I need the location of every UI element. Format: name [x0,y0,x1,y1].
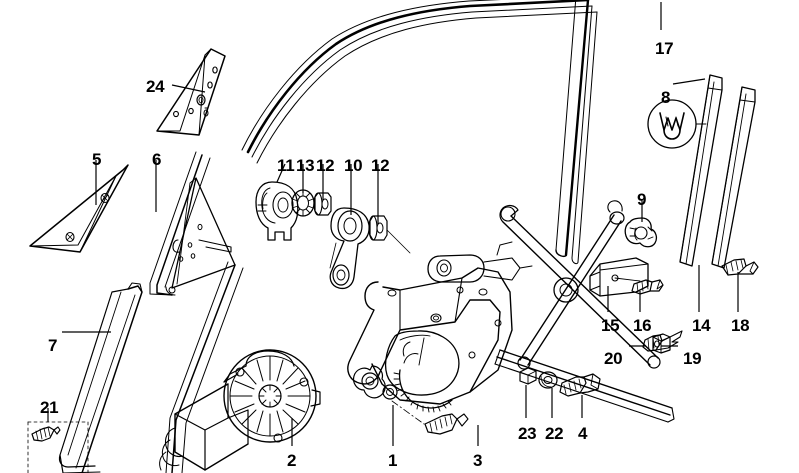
callout-20: 20 [604,349,623,368]
part-17-window-frame-seal [241,0,598,265]
callout-2: 2 [287,451,297,470]
callout-16: 16 [633,316,652,335]
part-11-regulator-housing [255,181,299,241]
callout-9: 9 [637,190,647,209]
part-3-screw [391,400,469,435]
callout-8: 8 [661,88,671,107]
callout-12b: 12 [371,156,390,175]
callout-24: 24 [146,77,165,96]
callout-10: 10 [344,156,363,175]
part-12-bushing-b [368,215,411,254]
callout-leader-lines [47,2,739,446]
callout-14: 14 [692,316,711,335]
callout-11: 11 [277,156,295,175]
part-21-screw [31,426,61,442]
callout-1: 1 [388,451,398,470]
clip-detail-circle [647,99,707,149]
part-1-regulator-base-plate [347,241,533,413]
part-4-hex-bolt [559,373,601,397]
part-18-bolt [721,258,759,276]
callout-4: 4 [578,424,588,443]
part-8-window-channel-seal [679,74,723,267]
part-24-triangular-plate [156,48,226,136]
callout-19: 19 [683,349,702,368]
callout-23: 23 [518,424,537,443]
part-12-bushing-a [313,192,332,216]
callout-17: 17 [655,39,674,58]
callout-5: 5 [92,150,102,169]
part-2-window-lifter-motor [159,349,321,471]
leader-line-11 [276,163,286,183]
part-5-triangular-bracket [29,164,129,253]
callout-15: 15 [601,316,620,335]
leader-line-8 [672,78,706,85]
callout-3: 3 [473,451,483,470]
callout-13: 13 [296,156,315,175]
callout-22: 22 [545,424,564,443]
part-22-washer [538,371,558,389]
callout-21: 21 [40,398,59,417]
part-14-window-channel-seal [711,86,756,269]
leader-line-24 [171,84,206,93]
part-23-nut [519,367,537,385]
part-19-clip-nut [652,333,671,354]
callout-6: 6 [152,150,162,169]
callout-7: 7 [48,336,58,355]
callout-18: 18 [731,316,750,335]
part-16-bolt [631,279,664,295]
callout-12: 12 [316,156,335,175]
